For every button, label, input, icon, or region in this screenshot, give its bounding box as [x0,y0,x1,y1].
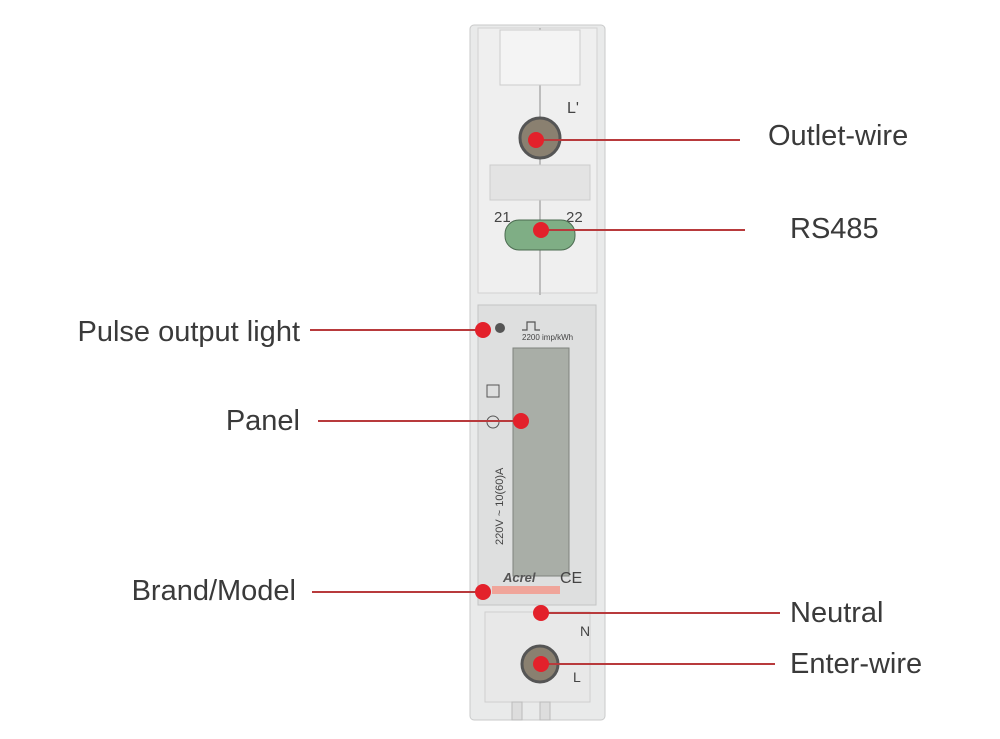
callout-rs485: RS485 [533,213,879,245]
ce-mark: CE [560,570,582,587]
pulse-rate-text: 2200 imp/kWh [522,333,573,342]
label-panel: Panel [226,405,300,437]
rating-text: 220V ~ 10(60)A [494,467,506,545]
rs485-terminal-22: 22 [566,209,583,226]
terminal-label-l: L [573,669,581,685]
brand-logo: Acrel [502,570,536,585]
terminal-label-top: L' [567,100,579,117]
label-enter-wire: Enter-wire [790,648,922,680]
label-neutral: Neutral [790,597,884,629]
lcd-display [512,347,570,577]
rs485-terminal-21: 21 [494,209,511,226]
callout-neutral: Neutral [533,597,884,629]
callout-outlet-wire: Outlet-wire [528,120,908,152]
label-brand-model: Brand/Model [132,575,296,607]
label-pulse-light: Pulse output light [78,316,300,348]
energy-meter: L' 21 22 2200 imp/kWh 220V ~ 10(60)A Acr… [469,24,606,721]
pulse-led [495,323,505,333]
label-rs485: RS485 [790,213,879,245]
label-outlet-wire: Outlet-wire [768,120,908,152]
callout-panel: Panel [226,405,529,437]
callout-pulse-light: Pulse output light [78,316,491,348]
callout-enter-wire: Enter-wire [533,648,922,680]
model-tag [492,586,560,594]
callout-brand-model: Brand/Model [132,575,491,607]
terminal-label-n: N [580,623,590,639]
